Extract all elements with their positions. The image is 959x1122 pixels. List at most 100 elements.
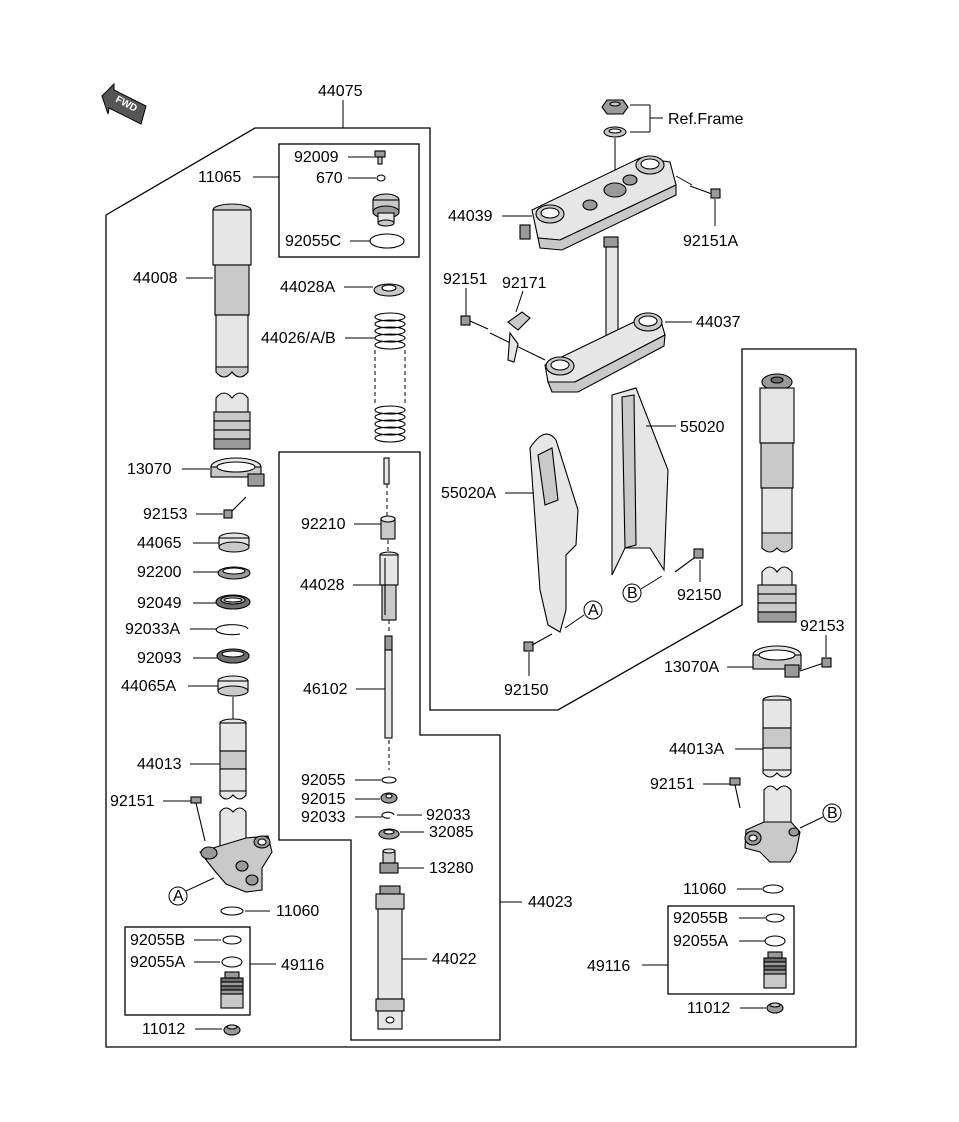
base-valve-49116-left <box>220 971 244 1009</box>
top-clamp-44039 <box>519 155 677 251</box>
label-46102: 46102 <box>303 681 348 698</box>
piston-rod-46102 <box>384 635 393 739</box>
bolt-92150-bottom <box>523 633 553 652</box>
nut-92015 <box>380 792 398 804</box>
bolt-92151A <box>689 185 721 199</box>
oring-92055B-left <box>222 935 242 945</box>
bolt-92153-right <box>799 657 832 672</box>
cable-guide-92171 <box>507 311 531 363</box>
spring-seat-44028A <box>373 283 405 297</box>
label-11065: 11065 <box>198 169 241 186</box>
label-670: 670 <box>316 170 343 187</box>
label-44028: 44028 <box>300 577 345 594</box>
bolt-92151-left <box>190 796 206 842</box>
label-44039: 44039 <box>448 208 493 225</box>
assembly-outline-44075 <box>105 127 857 1048</box>
fwd-arrow-icon: FWD <box>101 82 147 125</box>
label-92150-right: 92150 <box>677 587 722 604</box>
label-92153-right: 92153 <box>800 618 845 635</box>
axle-holder-right <box>744 785 801 863</box>
oring-92055A-left <box>221 956 243 968</box>
label-44026: 44026/A/B <box>261 330 336 347</box>
label-92093: 92093 <box>137 650 182 667</box>
callout-a-guard-text: A <box>588 602 599 619</box>
label-13070A: 13070A <box>664 659 719 676</box>
label-92049: 92049 <box>137 595 182 612</box>
circlip-92033A <box>215 624 249 636</box>
clamp-13070A <box>752 645 802 678</box>
outer-tube-right <box>759 373 795 553</box>
label-92151A: 92151A <box>683 233 738 250</box>
label-92200: 92200 <box>137 564 182 581</box>
label-92151-top: 92151 <box>443 271 488 288</box>
bushing-44065 <box>218 532 250 553</box>
label-ref-frame: Ref.Frame <box>668 111 744 128</box>
label-92171: 92171 <box>502 275 547 292</box>
label-92151-left: 92151 <box>110 793 155 810</box>
nut-ref-frame <box>601 99 629 138</box>
label-11060-right: 11060 <box>683 881 726 898</box>
label-92033-b: 92033 <box>301 809 346 826</box>
box-49116-right <box>667 905 795 995</box>
oring-670 <box>376 174 386 182</box>
callout-a-guard <box>583 600 603 620</box>
label-11060-left: 11060 <box>276 903 319 920</box>
bolt-11012-left <box>223 1024 241 1036</box>
label-92055B-right: 92055B <box>673 910 728 927</box>
rod-pin <box>383 457 390 485</box>
label-44028A: 44028A <box>280 279 335 296</box>
label-92151-right: 92151 <box>650 776 695 793</box>
oring-92055B-right <box>765 913 785 923</box>
label-92055A-right: 92055A <box>673 933 728 950</box>
oring-92055A-right <box>764 935 786 947</box>
axle-holder-left <box>199 807 273 893</box>
oring-92055C <box>369 233 405 249</box>
box-11065 <box>278 143 420 258</box>
oring-92055 <box>381 776 397 784</box>
label-92055B-left: 92055B <box>130 932 185 949</box>
cartridge-outline-44023 <box>278 451 501 1041</box>
bolt-92151-right <box>729 777 741 809</box>
label-92033-a: 92033 <box>426 807 471 824</box>
fork-cap-bolt <box>372 193 400 227</box>
inner-tube-top-right <box>757 566 797 623</box>
screw-92009 <box>374 150 386 165</box>
bolt-92153 <box>223 496 247 519</box>
label-13280: 13280 <box>429 860 474 877</box>
washer-92200 <box>217 566 251 580</box>
label-55020: 55020 <box>680 419 725 436</box>
circlip-92033 <box>381 811 395 819</box>
inner-tube-44013A <box>762 695 792 778</box>
label-92153: 92153 <box>143 506 188 523</box>
callout-b-right <box>822 803 842 823</box>
fork-spring-44026 <box>374 312 406 443</box>
spacer-32085 <box>378 828 400 840</box>
label-44065: 44065 <box>137 535 182 552</box>
dust-seal-92093 <box>216 648 250 664</box>
oring-11060-right <box>762 884 784 894</box>
label-49116-left: 49116 <box>281 957 324 974</box>
label-92055A-left: 92055A <box>130 954 185 971</box>
inner-tube-top-44008 <box>213 392 251 450</box>
callout-a-left <box>168 886 188 906</box>
label-55020A: 55020A <box>441 485 496 502</box>
cylinder-44022 <box>375 885 405 1030</box>
label-32085: 32085 <box>429 824 474 841</box>
label-92055C: 92055C <box>285 233 341 250</box>
bolt-11012-right <box>766 1002 784 1014</box>
label-92055: 92055 <box>301 772 346 789</box>
oil-seal-92049 <box>215 594 251 610</box>
fork-guard-55020 <box>611 387 669 576</box>
label-92015: 92015 <box>301 791 346 808</box>
valve-13280 <box>379 848 399 874</box>
bolt-92150-right <box>674 548 704 573</box>
label-44013: 44013 <box>137 756 182 773</box>
label-44023: 44023 <box>528 894 573 911</box>
label-92033A: 92033A <box>125 621 180 638</box>
label-11012-right: 11012 <box>687 1000 730 1017</box>
clamp-13070 <box>210 457 265 487</box>
label-11012-left: 11012 <box>142 1021 185 1038</box>
label-49116-right: 49116 <box>587 958 630 975</box>
fork-guard-55020A <box>529 433 579 633</box>
